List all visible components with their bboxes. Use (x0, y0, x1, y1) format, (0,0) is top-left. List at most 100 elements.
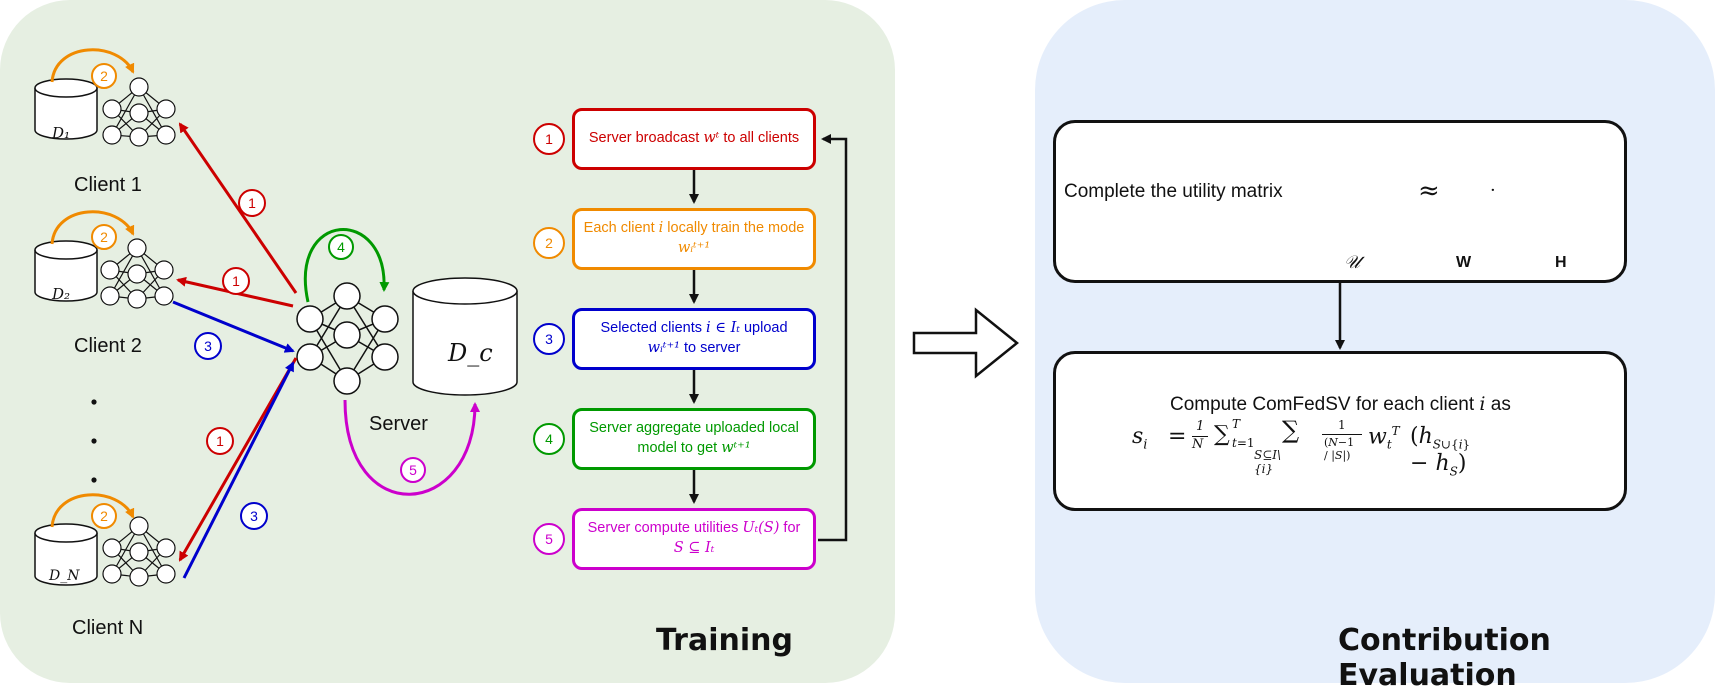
server-dataset-symbol: D_c (448, 339, 493, 367)
client-1-train-arrow (50, 48, 135, 83)
svg-text:4: 4 (337, 239, 345, 255)
step-1-text-tail: to all clients (719, 130, 800, 147)
upload-badge-n (240, 502, 268, 530)
step-5-text: Server compute utilities (587, 520, 743, 537)
compute-text-var: i (1479, 393, 1486, 415)
step-2-text-tail: locally train the mode (663, 220, 805, 237)
step-5-text-tail: for (779, 520, 801, 537)
client-1-step-2-badge (91, 63, 117, 89)
broadcast-arrow-client-1 (178, 122, 298, 294)
server-label: Server (369, 413, 428, 435)
step-2-box: Each client i locally train the mode wᵢᵗ… (572, 208, 816, 270)
server-utility-arrow (343, 399, 480, 496)
client-n-train-arrow (50, 493, 135, 528)
step-5-badge (533, 523, 565, 555)
step-3-badge (533, 323, 565, 355)
server-network-icon (296, 282, 399, 395)
server-step-4-badge (328, 234, 354, 260)
svg-text:2: 2 (545, 235, 553, 251)
svg-text:3: 3 (204, 338, 212, 354)
server-aggregate-arrow (304, 227, 390, 303)
step-4-text-2: model to get (637, 440, 722, 456)
svg-text:3: 3 (250, 508, 258, 524)
client-n-dataset-icon (34, 523, 98, 586)
step-1-text: Server broadcast (588, 130, 704, 147)
step-4-badge (533, 423, 565, 455)
upload-arrow-client-n (182, 361, 295, 579)
compute-text-tail: as (1485, 394, 1511, 415)
compute-text: Compute ComFedSV for each client i as (1170, 393, 1511, 416)
step-1-math: wᵗ (703, 130, 720, 147)
client-2-dataset-symbol: D₂ (52, 285, 71, 303)
client-n-dataset-symbol: D_N (49, 568, 80, 584)
matrix-h-label: H (1555, 254, 1567, 271)
broadcast-badge-n (206, 427, 234, 455)
client-n-label: Client N (72, 617, 144, 639)
step-1-badge (533, 123, 565, 155)
client-1-dataset-symbol: D₁ (52, 124, 71, 142)
client-2-network-icon (100, 238, 174, 309)
svg-text:3: 3 (545, 331, 553, 347)
client-1-dataset-icon (34, 78, 98, 140)
client-2-step-2-badge (91, 224, 117, 250)
step-1-box: Server broadcast wᵗ to all clients (572, 108, 816, 170)
broadcast-badge-1 (238, 189, 266, 217)
broadcast-arrow-client-n (178, 357, 298, 562)
ellipsis-dot (91, 438, 97, 444)
client-n-network-icon (102, 516, 176, 587)
step-3-box: Selected clients i ∈ Iₜ upload wᵢᵗ⁺¹ to … (572, 308, 816, 370)
client-2-train-arrow (50, 210, 135, 245)
step-5-math-2: S ⊆ Iₜ (673, 540, 715, 556)
ellipsis-dot (91, 399, 97, 405)
svg-text:1: 1 (545, 131, 553, 147)
product-dot: · (1490, 180, 1496, 201)
broadcast-badge-2 (222, 267, 250, 295)
svg-text:1: 1 (232, 273, 240, 289)
client-1-network-icon (102, 77, 176, 147)
step-2-text: Each client (583, 220, 659, 237)
training-title: Training (656, 623, 793, 658)
svg-text:1: 1 (216, 433, 224, 449)
svg-text:2: 2 (100, 229, 108, 245)
svg-text:5: 5 (409, 462, 417, 478)
step-5-box: Server compute utilities Uₜ(S) for S ⊆ I… (572, 508, 816, 570)
ellipsis-dot (91, 477, 97, 483)
client-1-label: Client 1 (74, 174, 142, 196)
client-2-label: Client 2 (74, 335, 142, 357)
upload-badge-2 (194, 332, 222, 360)
matrix-completion-text: Complete the utility matrix (1064, 181, 1283, 202)
flow-loop-arrow (818, 134, 848, 542)
step-4-math: wᵗ⁺¹ (721, 440, 751, 456)
compute-text-main: Compute ComFedSV for each client (1170, 394, 1480, 415)
step-3-math-2: wᵢᵗ⁺¹ (647, 340, 680, 356)
transition-arrow (912, 307, 1019, 379)
step-3-text-end: to server (679, 340, 741, 356)
step-3-text: Selected clients (600, 320, 707, 337)
server-dataset-icon (412, 277, 518, 396)
svg-text:1: 1 (248, 195, 256, 211)
client-n-group: 2 (34, 493, 176, 587)
matrix-completion-box (1053, 120, 1627, 283)
upload-arrow-client-2 (172, 300, 295, 353)
step-4-box: Server aggregate uploaded local model to… (572, 408, 816, 470)
compute-box (1053, 351, 1627, 511)
svg-text:5: 5 (545, 531, 553, 547)
approx-symbol: ≈ (1418, 176, 1440, 206)
step-3-math: i ∈ Iₜ (706, 320, 740, 337)
client-2-dataset-icon (34, 240, 98, 302)
client-2-group: 2 (34, 210, 174, 309)
matrix-w-label: W (1456, 254, 1472, 271)
step-2-badge (533, 227, 565, 259)
contribution-panel (1035, 0, 1715, 683)
svg-text:4: 4 (545, 431, 553, 447)
svg-text:2: 2 (100, 508, 108, 524)
step-4-text: Server aggregate uploaded local (589, 420, 799, 437)
svg-text:2: 2 (100, 68, 108, 84)
server-step-5-badge (400, 457, 426, 483)
client-1-group: 2 (34, 48, 176, 147)
matrix-u-label: 𝒰 (1344, 252, 1361, 273)
step-3-text-tail: upload (739, 320, 788, 337)
step-2-math: i (658, 220, 664, 237)
